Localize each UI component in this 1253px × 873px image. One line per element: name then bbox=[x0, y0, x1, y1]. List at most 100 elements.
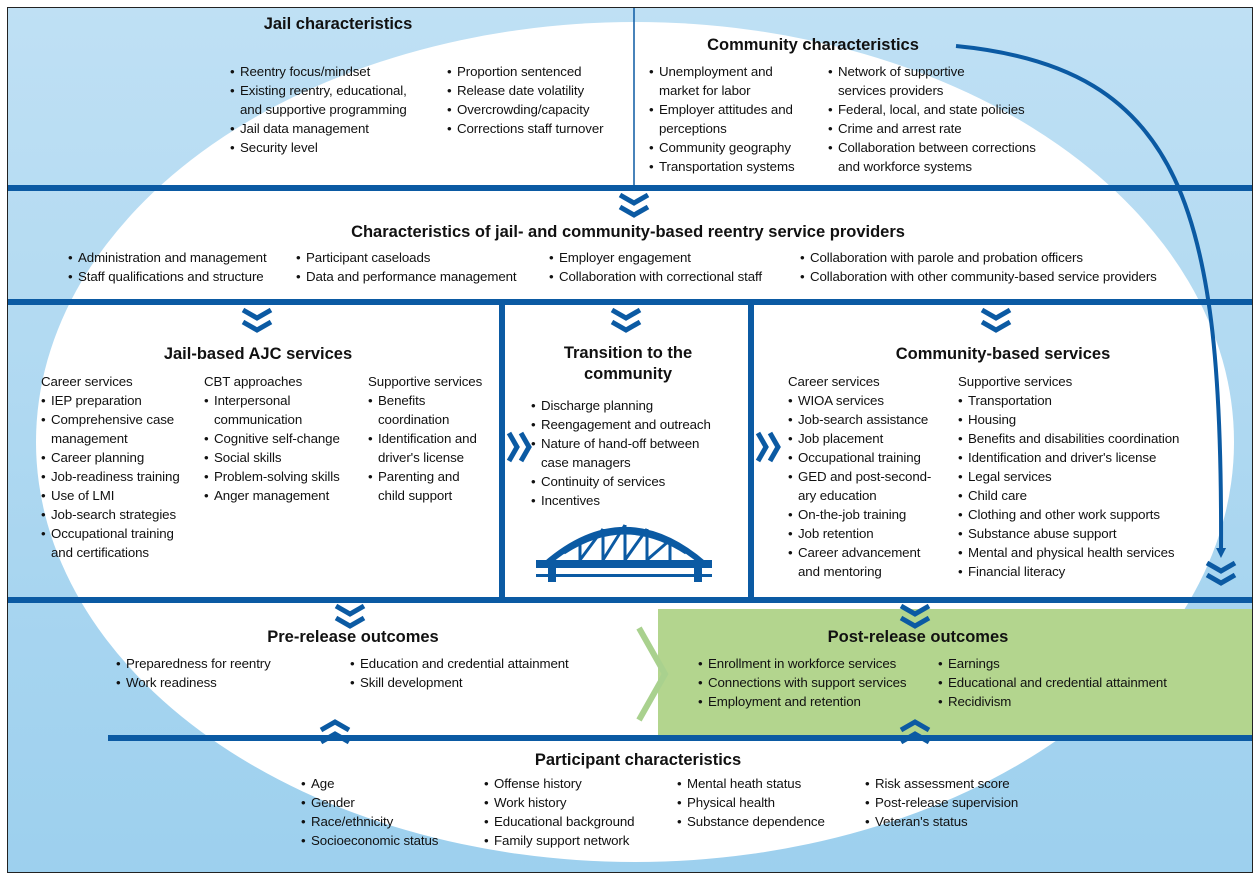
list-item: Transportation bbox=[958, 391, 1179, 410]
list-item: Corrections staff turnover bbox=[447, 119, 604, 138]
chevron-down-icon bbox=[334, 603, 366, 629]
list-item: Age bbox=[301, 774, 438, 793]
transition-list: Discharge planningReengagement and outre… bbox=[531, 396, 711, 510]
list-item: Education and credential attainment bbox=[350, 654, 569, 673]
list-item: Substance dependence bbox=[677, 812, 825, 831]
list-item: Transportation systems bbox=[649, 157, 795, 176]
community-career-header: Career services bbox=[788, 374, 880, 389]
list-item: Collaboration with other community-based… bbox=[800, 267, 1157, 286]
list-item: Employer engagement bbox=[549, 248, 762, 267]
list-item: Administration and management bbox=[68, 248, 267, 267]
list-item: Mental and physical health services bbox=[958, 543, 1179, 562]
list-item: Jail data management bbox=[230, 119, 407, 138]
chevron-down-icon bbox=[618, 192, 650, 218]
list-item: Housing bbox=[958, 410, 1179, 429]
list-item: Educational background bbox=[484, 812, 635, 831]
jail-characteristics-list-1: Reentry focus/mindsetExisting reentry, e… bbox=[230, 62, 407, 157]
jail-ajc-cbt-list: InterpersonalcommunicationCognitive self… bbox=[204, 391, 340, 505]
list-item: Data and performance management bbox=[296, 267, 517, 286]
list-item: Career planning bbox=[41, 448, 180, 467]
list-item: On-the-job training bbox=[788, 505, 931, 524]
diagram-frame: Jail characteristics Reentry focus/minds… bbox=[7, 7, 1253, 873]
pre-release-list-2: Education and credential attainmentSkill… bbox=[350, 654, 569, 692]
chevron-right-green-icon bbox=[636, 626, 669, 722]
list-item: Socioeconomic status bbox=[301, 831, 438, 850]
list-item: Work readiness bbox=[116, 673, 271, 692]
chevron-down-icon bbox=[899, 603, 931, 629]
list-item: Preparedness for reentry bbox=[116, 654, 271, 673]
jail-characteristics-title: Jail characteristics bbox=[263, 15, 413, 33]
chevron-up-icon bbox=[899, 719, 931, 745]
list-item: Occupational training bbox=[788, 448, 931, 467]
list-item: Employment and retention bbox=[698, 692, 906, 711]
providers-list-2: Participant caseloadsData and performanc… bbox=[296, 248, 517, 286]
chevron-up-icon bbox=[319, 719, 351, 745]
list-item: Crime and arrest rate bbox=[828, 119, 1036, 138]
list-item: Job retention bbox=[788, 524, 931, 543]
list-item: Post-release supervision bbox=[865, 793, 1018, 812]
list-item: Collaboration with parole and probation … bbox=[800, 248, 1157, 267]
diagram-lines bbox=[8, 8, 1252, 745]
list-item: Federal, local, and state policies bbox=[828, 100, 1036, 119]
providers-list-3: Employer engagementCollaboration with co… bbox=[549, 248, 762, 286]
list-item: Mental heath status bbox=[677, 774, 825, 793]
chevron-right-icon bbox=[506, 431, 532, 463]
post-release-list-2: EarningsEducational and credential attai… bbox=[938, 654, 1167, 711]
list-item: Offense history bbox=[484, 774, 634, 793]
list-item: Race/ethnicity bbox=[301, 812, 438, 831]
post-release-title: Post-release outcomes bbox=[827, 628, 1009, 646]
list-item: GED and post-second-ary education bbox=[788, 467, 931, 505]
list-item: Connections with support services bbox=[698, 673, 907, 692]
bridge-icon bbox=[536, 524, 712, 582]
community-support-list: TransportationHousingBenefits and disabi… bbox=[958, 391, 1179, 581]
list-item: Skill development bbox=[350, 673, 569, 692]
jail-ajc-career-header: Career services bbox=[41, 374, 133, 389]
list-item: Clothing and other work supports bbox=[958, 505, 1179, 524]
list-item: Reengagement and outreach bbox=[531, 415, 711, 434]
list-item: Veteran's status bbox=[865, 812, 1018, 831]
list-item: Incentives bbox=[531, 491, 711, 510]
participant-list-2: Offense historyWork historyEducational b… bbox=[484, 774, 635, 850]
list-item: Substance abuse support bbox=[958, 524, 1179, 543]
participant-title: Participant characteristics bbox=[534, 751, 742, 769]
chevron-down-icon bbox=[241, 307, 273, 333]
list-item: Risk assessment score bbox=[865, 774, 1018, 793]
list-item: Financial literacy bbox=[958, 562, 1179, 581]
list-item: Reentry focus/mindset bbox=[230, 62, 407, 81]
participant-list-4: Risk assessment scorePost-release superv… bbox=[865, 774, 1018, 831]
list-item: Problem-solving skills bbox=[204, 467, 340, 486]
list-item: Anger management bbox=[204, 486, 340, 505]
pre-release-list-1: Preparedness for reentryWork readiness bbox=[116, 654, 271, 692]
community-arrow bbox=[955, 44, 1227, 558]
community-support-header: Supportive services bbox=[958, 374, 1073, 389]
list-item: Continuity of services bbox=[531, 472, 711, 491]
community-career-list: WIOA servicesJob-search assistanceJob pl… bbox=[788, 391, 931, 581]
transition-title-line1: Transition to the bbox=[563, 344, 693, 362]
list-item: Cognitive self-change bbox=[204, 429, 340, 448]
list-item: Physical health bbox=[677, 793, 825, 812]
chevron-right-icon bbox=[755, 431, 781, 463]
participant-list-1: AgeGenderRace/ethnicitySocioeconomic sta… bbox=[301, 774, 438, 850]
chevron-down-icon bbox=[980, 307, 1012, 333]
jail-characteristics-list-2: Proportion sentencedRelease date volatil… bbox=[447, 62, 604, 138]
list-item: Recidivism bbox=[938, 692, 1167, 711]
jail-ajc-support-header: Supportive services bbox=[368, 374, 483, 389]
list-item: Enrollment in workforce services bbox=[698, 654, 906, 673]
participant-list-3: Mental heath statusPhysical healthSubsta… bbox=[677, 774, 825, 831]
list-item: IEP preparation bbox=[41, 391, 180, 410]
list-item: Gender bbox=[301, 793, 438, 812]
list-item: Earnings bbox=[938, 654, 1167, 673]
list-item: Benefits and disabilities coordination bbox=[958, 429, 1179, 448]
list-item: Participant caseloads bbox=[296, 248, 517, 267]
